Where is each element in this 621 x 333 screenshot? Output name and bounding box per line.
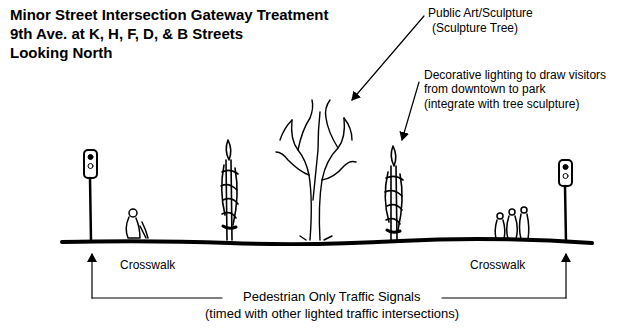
callout-label: (integrate with tree sculpture) — [424, 97, 579, 111]
callout-label: Decorative lighting to draw visitors fro… — [424, 68, 614, 96]
light-sculpture — [221, 140, 238, 240]
diagram-title: Minor Street Intersection Gateway Treatm… — [10, 5, 328, 24]
bracket-line — [91, 254, 92, 298]
leader-line — [352, 16, 424, 100]
sculpture-tree — [276, 100, 356, 240]
pedestrian-signal — [84, 150, 97, 241]
seated-person — [126, 209, 148, 238]
crosswalk-label: Crosswalk — [470, 258, 525, 272]
ground-line — [62, 239, 592, 244]
callout-label: (Sculpture Tree) — [432, 21, 518, 35]
bracket-label: Pedestrian Only Traffic Signals — [243, 290, 421, 304]
subtitle: Looking North — [10, 43, 112, 62]
callout-label: Public Art/Sculpture — [428, 6, 533, 20]
light-sculpture — [385, 146, 403, 240]
bracket-line — [565, 254, 566, 298]
bracket-line — [442, 297, 566, 298]
subtitle: 9th Ave. at K, H, F, D, & B Streets — [10, 24, 243, 43]
crosswalk-label: Crosswalk — [120, 258, 175, 272]
bracket-label: (timed with other lighted traffic inters… — [205, 307, 459, 321]
leader-line — [402, 82, 419, 140]
people-group — [495, 207, 529, 239]
bracket-line — [92, 297, 222, 298]
pedestrian-signal — [559, 160, 572, 242]
